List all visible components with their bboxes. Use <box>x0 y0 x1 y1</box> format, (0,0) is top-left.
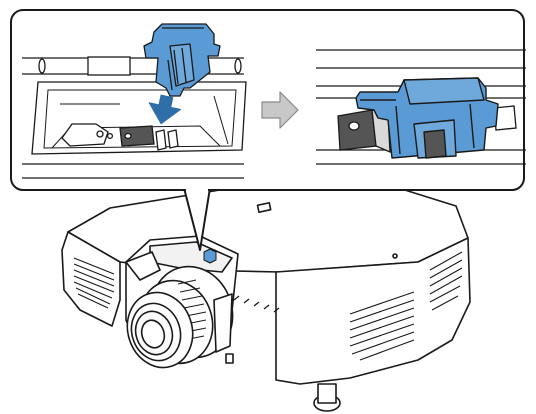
status-indicators <box>233 295 280 313</box>
projector-front-face <box>61 231 121 327</box>
top-cover-mark <box>256 202 272 213</box>
seated-part-face <box>403 77 485 105</box>
seated-part-notch <box>423 129 447 159</box>
part-groove-2 <box>181 47 187 83</box>
down-arrow-icon <box>148 94 181 125</box>
right-arrow-icon <box>261 91 299 129</box>
callout-pointer <box>183 187 211 251</box>
lens-release-arm <box>125 251 161 281</box>
lens <box>126 265 234 369</box>
sensor-dot <box>392 253 398 259</box>
part-groove-3 <box>167 59 173 91</box>
part-center-slot <box>169 43 195 87</box>
projector-foot-right-stem <box>317 383 337 404</box>
bay-slope <box>213 95 229 145</box>
front-vent <box>73 257 115 309</box>
mechanism-post <box>155 129 167 151</box>
detail-insert <box>22 56 247 179</box>
callout-pointer-mask <box>186 187 208 192</box>
lens-side-panel <box>213 293 233 353</box>
seated-part-edge-right <box>469 103 475 149</box>
mechanism-bracket <box>61 123 109 147</box>
side-vent <box>349 251 463 361</box>
seated-dark-block <box>337 109 377 151</box>
detail-callout <box>10 9 526 251</box>
mechanism-block-hole <box>124 132 132 140</box>
rail-end-left <box>38 58 46 74</box>
part-groove-1 <box>173 49 179 85</box>
mechanism-post-2 <box>167 129 179 149</box>
rail-end-right <box>234 58 242 74</box>
mechanism-block-dark <box>119 125 155 147</box>
seated-part-edge-left <box>395 105 401 155</box>
lens-lock-part-installed <box>203 248 217 264</box>
mechanism-pin <box>106 132 114 140</box>
mechanism-screw <box>96 130 104 138</box>
seated-block-hole <box>348 121 360 131</box>
projector-side-face <box>275 237 471 385</box>
lens-lock-cover-small <box>225 353 234 364</box>
lens-lock-part-left <box>143 23 221 97</box>
lens-lock-part-seated <box>355 77 499 159</box>
projector <box>61 185 471 412</box>
lens-glass-inner <box>140 319 166 349</box>
rail-slot <box>87 56 131 76</box>
